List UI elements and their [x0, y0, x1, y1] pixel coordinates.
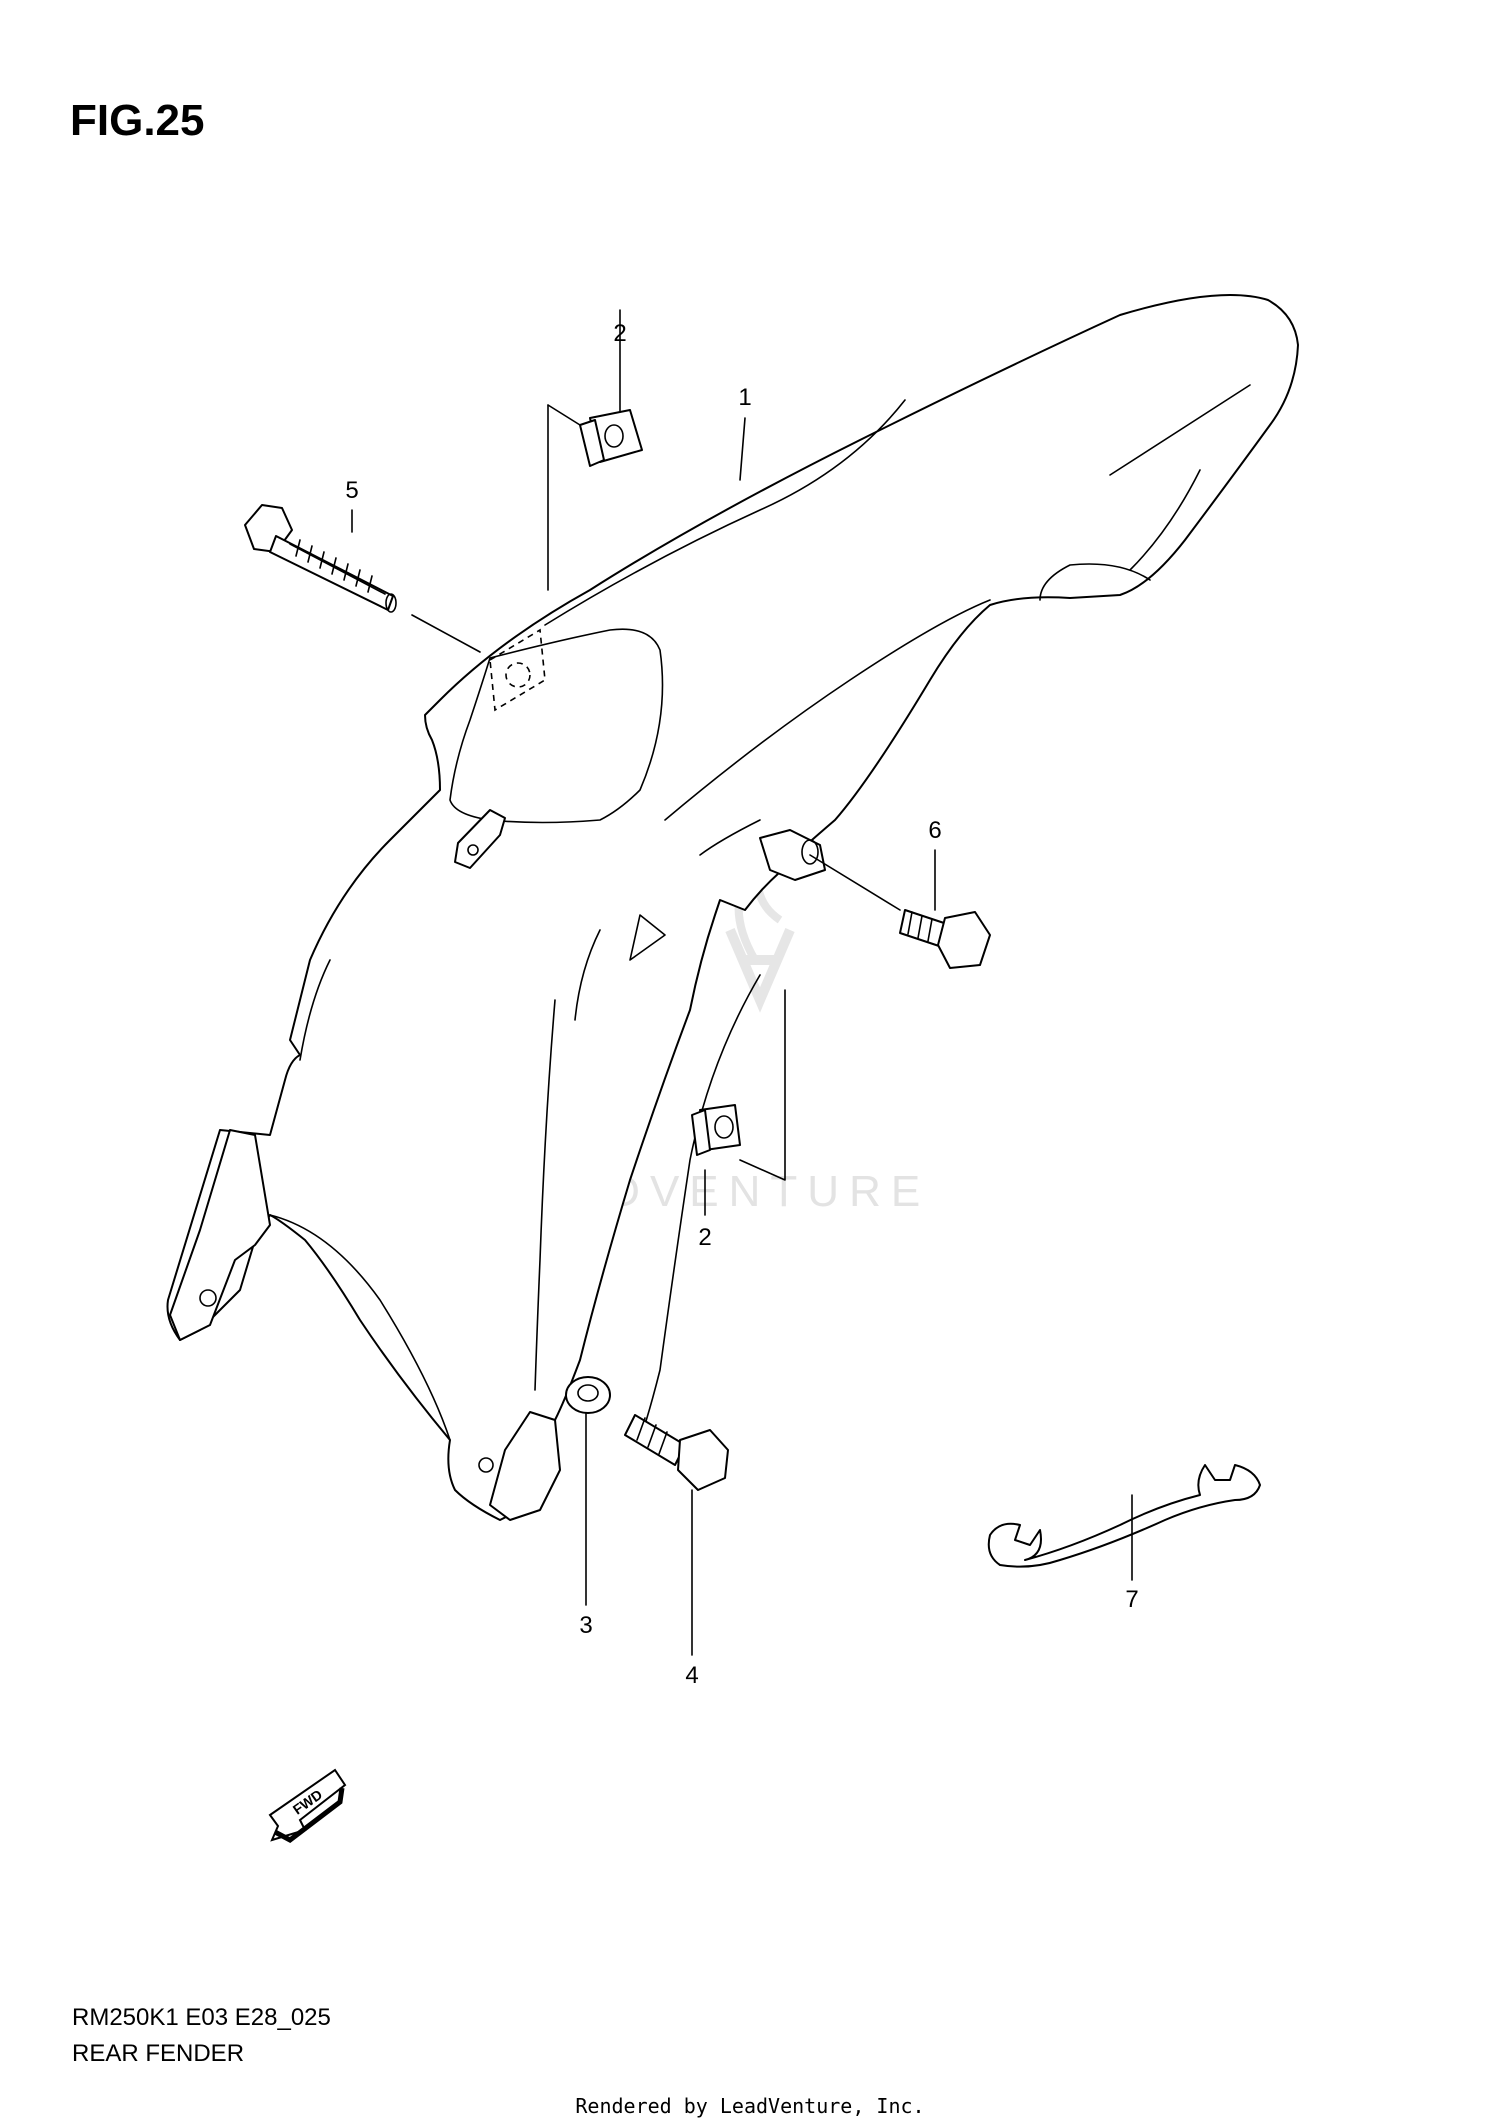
callout-6: 6 [928, 817, 941, 844]
callout-4: 4 [685, 1662, 698, 1689]
forward-direction-arrow: FWD [268, 1768, 347, 1843]
cage-nut-upper-part [547, 404, 643, 591]
callout-1: 1 [738, 384, 751, 411]
cage-nut-lower-part [691, 989, 786, 1181]
leader-lines [351, 309, 1133, 1656]
callout-3: 3 [579, 1612, 592, 1639]
callout-7: 7 [1125, 1586, 1138, 1613]
figure-title: FIG.25 [70, 96, 205, 145]
long-bolt-part [244, 504, 481, 653]
diagram-caption: REAR FENDER [72, 2040, 245, 2067]
short-bolt-part [809, 854, 991, 969]
flange-bolt-part [624, 1414, 729, 1491]
callout-5: 5 [345, 477, 358, 504]
callout-2-upper: 2 [613, 320, 626, 347]
rendered-by-credit: Rendered by LeadVenture, Inc. [575, 2094, 925, 2118]
model-code: RM250K1 E03 E28_025 [72, 2004, 331, 2031]
wrench-tool-part [987, 1464, 1261, 1568]
rear-fender-part [166, 294, 1299, 1521]
collar-part [565, 1376, 611, 1414]
callout-2-lower: 2 [698, 1224, 711, 1251]
